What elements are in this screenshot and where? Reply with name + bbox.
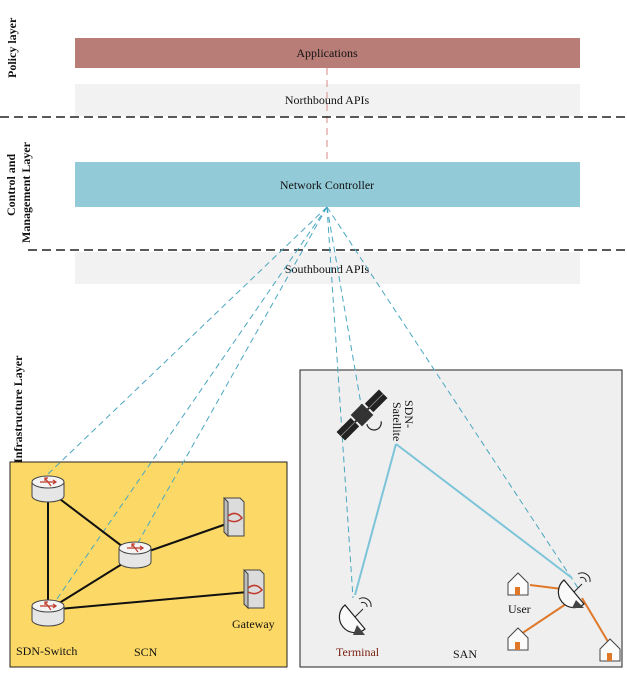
router-icon (31, 599, 65, 627)
applications-box (75, 38, 580, 68)
northbound-api-label: Northbound APIs (285, 93, 370, 107)
sat-link-dish (395, 443, 573, 579)
southbound-api-band (75, 252, 580, 284)
sdn-switch-label: SDN-Switch (16, 644, 77, 658)
sat-link-terminal (354, 443, 397, 596)
server-icon (243, 568, 265, 610)
scn-link-e (47, 591, 249, 611)
user-link-c (581, 597, 611, 646)
network-controller-box (75, 162, 580, 207)
link-to-switch-mid (134, 206, 328, 549)
house-icon (507, 627, 529, 651)
infrastructure-layer-label: Infrastructure Layer (11, 355, 25, 463)
server-icon (223, 496, 245, 538)
control-layer-label-line2: Management Layer (19, 141, 33, 243)
gateway-dish-icon (557, 572, 591, 609)
link-to-terminal (326, 206, 354, 599)
gateway-label: Gateway (232, 617, 275, 631)
satellite-label-line1: SDN- (402, 400, 416, 428)
terminal-label: Terminal (336, 645, 380, 659)
link-to-gateway-dish (326, 206, 579, 589)
control-layer-label-line1: Control and (4, 154, 18, 216)
link-to-satellite (326, 206, 363, 411)
link-to-switch-bottom (47, 206, 328, 613)
user-label: User (508, 602, 531, 616)
policy-layer-label: Policy layer (5, 17, 19, 78)
southbound-api-label: Southbound APIs (285, 262, 370, 276)
link-to-switch-top (47, 206, 328, 475)
house-icon (599, 638, 621, 662)
scn-label: SCN (134, 645, 158, 659)
router-icon (31, 475, 65, 503)
terminal-dish-icon (338, 597, 372, 635)
house-icon (507, 572, 529, 596)
router-icon (118, 541, 152, 569)
satellite-links (354, 443, 573, 596)
satellite-label-line2: Satellite (390, 402, 404, 441)
applications-label: Applications (296, 46, 358, 60)
network-controller-label: Network Controller (280, 178, 374, 192)
controller-southbound-links (47, 206, 579, 613)
san-label: SAN (453, 647, 477, 661)
